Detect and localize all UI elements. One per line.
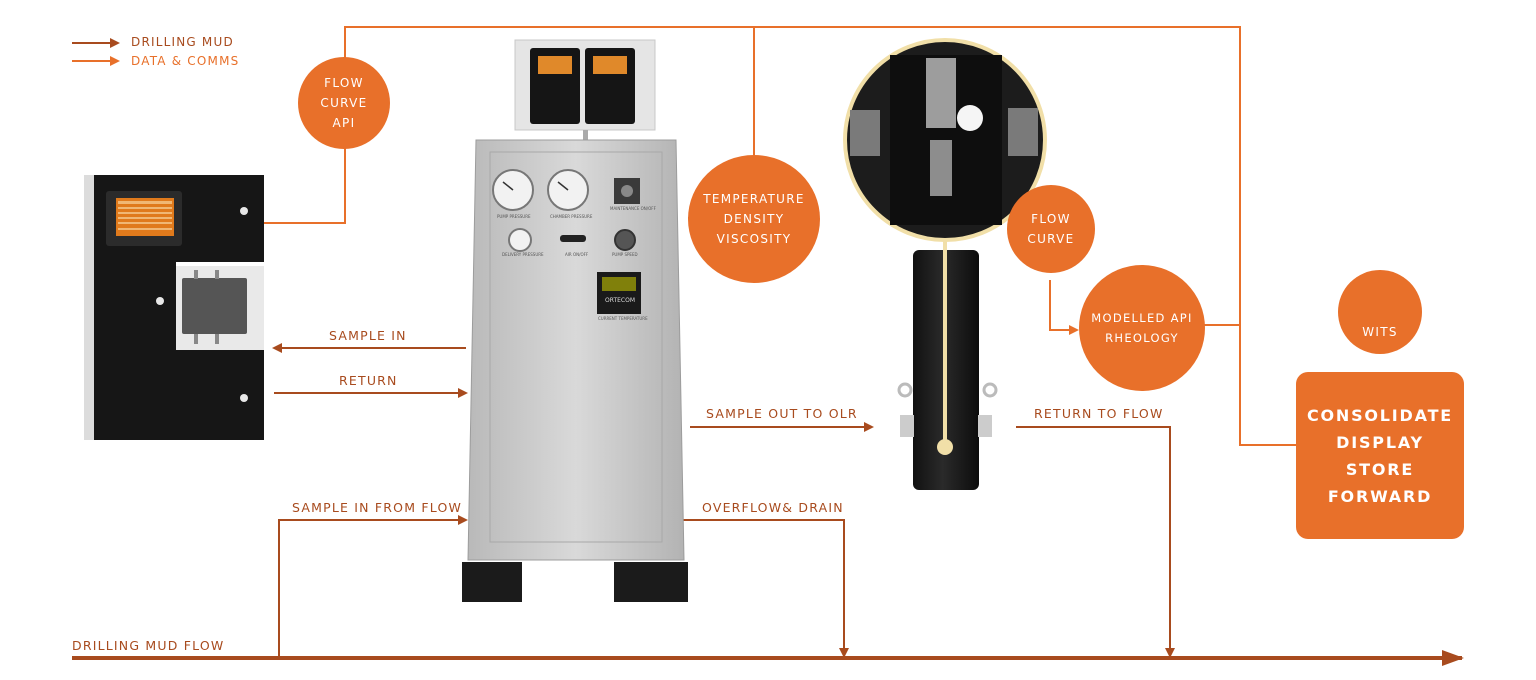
tdv-line-1: TEMPERATURE [703,192,805,206]
overflow-drain-label: OVERFLOW& DRAIN [702,500,844,515]
cabinet-switch-label-2: AIR ON/OFF [565,252,589,257]
tdv-line-3: VISCOSITY [716,232,792,246]
legend [72,38,120,66]
flow-curve-api-line-2: CURVE [320,96,368,110]
mud-cabinet-image [462,39,688,602]
flow-curve-api-line-3: API [332,116,356,130]
cabinet-gauge-label-2: CHAMBER PRESSURE [550,214,593,219]
consolidate-line-4: FORWARD [1327,486,1433,506]
sample-out-olr-label: SAMPLE OUT TO OLR [706,406,858,421]
mud-lines [272,343,1175,658]
wits-bubble: WITS [1338,270,1422,354]
consolidate-line-3: STORE [1345,459,1415,479]
cabinet-switch-label-1: MAINTENANCE ON/OFF [610,206,657,211]
return-to-flow-label: RETURN TO FLOW [1034,406,1164,421]
sample-in-label: SAMPLE IN [329,328,407,343]
cabinet-gauge-label-1: PUMP PRESSURE [497,214,531,219]
temp-density-viscosity-bubble: TEMPERATURE DENSITY VISCOSITY [688,155,820,283]
flow-curve-api-line-1: FLOW [324,76,364,90]
modelled-api-line-1: MODELLED API [1091,311,1193,325]
cabinet-switch-label-4: CURRENT TEMPERATURE [598,316,648,321]
flow-curve-line-1: FLOW [1031,212,1071,226]
analyser-unit-image [84,175,264,440]
legend-data-comms: DATA & COMMS [131,54,240,68]
flow-curve-bubble: FLOW CURVE [1007,185,1095,273]
sample-in-from-flow-label: SAMPLE IN FROM FLOW [292,500,463,515]
consolidate-box: CONSOLIDATE DISPLAY STORE FORWARD [1296,372,1464,539]
overflow-drain-line [682,519,849,658]
tdv-line-2: DENSITY [723,212,785,226]
flow-curve-line-2: CURVE [1027,232,1075,246]
modelled-api-rheology-bubble: MODELLED API RHEOLOGY [1079,265,1205,391]
legend-drilling-mud: DRILLING MUD [131,35,234,49]
olr-rheometer-image [843,38,1047,490]
data-lines [264,26,1296,446]
cabinet-gauge-label-3: DELIVERY PRESSURE [502,252,544,257]
return-label: RETURN [339,373,398,388]
drilling-mud-flow-label: DRILLING MUD FLOW [72,638,225,653]
return-to-flow-line [1016,426,1175,658]
cabinet-brand: ORTECOM [605,297,635,304]
consolidate-line-1: CONSOLIDATE [1306,405,1454,425]
modelled-api-line-2: RHEOLOGY [1105,331,1179,345]
sample-in-from-flow-line [278,515,468,657]
flow-curve-api-bubble: FLOW CURVE API [298,57,390,149]
consolidate-line-2: DISPLAY [1336,432,1424,452]
cabinet-switch-label-3: PUMP SPEED [612,252,638,257]
wits-label: WITS [1362,325,1398,339]
